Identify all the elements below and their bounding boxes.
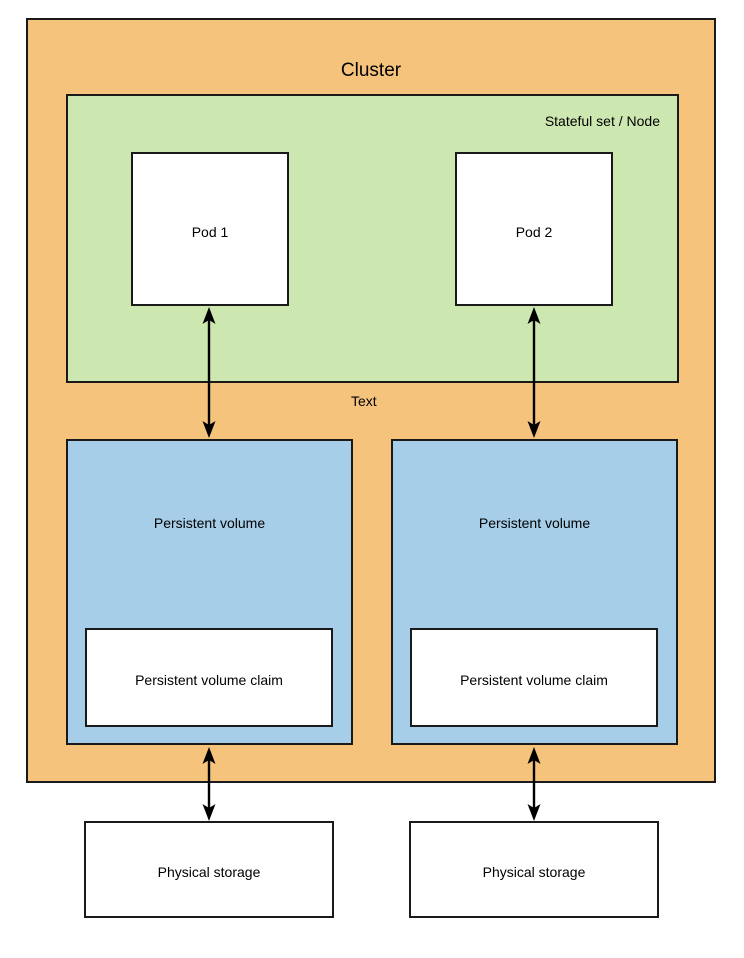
persistent-volume-2-label: Persistent volume xyxy=(478,515,591,531)
persistent-volume-claim-1-label: Persistent volume claim xyxy=(135,672,283,688)
persistent-volume-1-label: Persistent volume xyxy=(153,515,266,531)
stateful-set-node-label: Stateful set / Node xyxy=(544,113,660,129)
persistent-volume-claim-1-box[interactable]: Persistent volume claim xyxy=(85,628,333,727)
pod-2-label: Pod 2 xyxy=(515,224,553,240)
connector-pod1-to-pv1 xyxy=(202,307,216,438)
persistent-volume-claim-2-label: Persistent volume claim xyxy=(460,672,608,688)
pod-1-label: Pod 1 xyxy=(191,224,229,240)
connector-pv1-to-storage1 xyxy=(202,747,216,821)
physical-storage-2-label: Physical storage xyxy=(482,864,586,880)
physical-storage-2-box[interactable]: Physical storage xyxy=(409,821,659,918)
connector-pod2-to-pv2 xyxy=(527,307,541,438)
middle-text-label: Text xyxy=(351,393,377,409)
connector-pv2-to-storage2 xyxy=(527,747,541,821)
pod-1-box[interactable]: Pod 1 xyxy=(131,152,289,306)
persistent-volume-claim-2-box[interactable]: Persistent volume claim xyxy=(410,628,658,727)
physical-storage-1-box[interactable]: Physical storage xyxy=(84,821,334,918)
cluster-title: Cluster xyxy=(340,60,402,81)
physical-storage-1-label: Physical storage xyxy=(157,864,261,880)
pod-2-box[interactable]: Pod 2 xyxy=(455,152,613,306)
